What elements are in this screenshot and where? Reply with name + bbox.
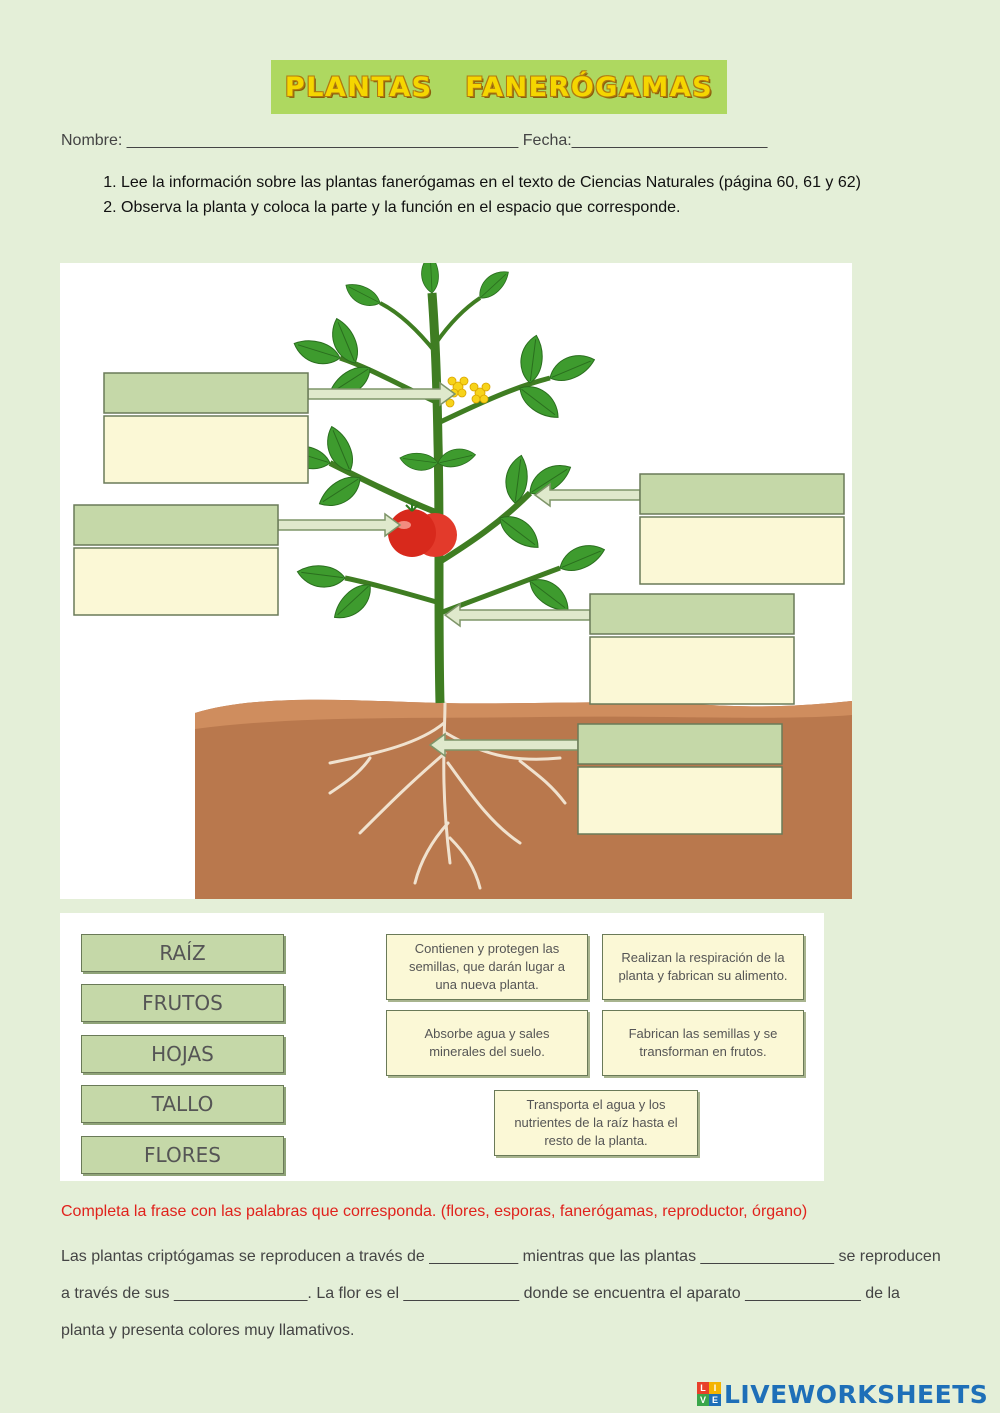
function-card-frutos[interactable]: Contienen y protegen las semillas, que d…	[386, 934, 588, 1000]
word-card-raiz[interactable]: RAÍZ	[81, 934, 284, 972]
word-card-frutos[interactable]: FRUTOS	[81, 984, 284, 1022]
stem	[432, 293, 440, 703]
part-slot	[74, 505, 278, 545]
word-card-tallo[interactable]: TALLO	[81, 1085, 284, 1123]
tomato-plant-illustration	[60, 263, 852, 899]
logo-letter: I	[709, 1382, 721, 1394]
word-card-flores[interactable]: FLORES	[81, 1136, 284, 1174]
title-text: PLANTAS FANERÓGAMAS	[285, 72, 713, 103]
worksheet-title: PLANTAS FANERÓGAMAS	[271, 60, 727, 114]
function-slot	[74, 548, 278, 615]
function-slot	[590, 637, 794, 704]
instruction-item: Lee la información sobre las plantas fan…	[121, 170, 971, 195]
logo-text: LIVEWORKSHEETS	[724, 1380, 988, 1409]
logo-letter: V	[697, 1394, 709, 1406]
logo-letter: E	[709, 1394, 721, 1406]
function-card-flores[interactable]: Fabrican las semillas y se transforman e…	[602, 1010, 804, 1076]
answer-cards-panel: RAÍZ FRUTOS HOJAS TALLO FLORES Contienen…	[60, 913, 824, 1181]
function-card-hojas[interactable]: Realizan la respiración de la planta y f…	[602, 934, 804, 1000]
part-slot	[578, 724, 782, 764]
function-slot	[104, 416, 308, 483]
function-slot	[640, 517, 844, 584]
completion-instruction: Completa la frase con las palabras que c…	[61, 1203, 807, 1221]
word-card-hojas[interactable]: HOJAS	[81, 1035, 284, 1073]
part-slot	[640, 474, 844, 514]
instruction-item: Observa la planta y coloca la parte y la…	[121, 195, 971, 220]
part-slot	[104, 373, 308, 413]
function-slot	[578, 767, 782, 834]
function-card-tallo[interactable]: Transporta el agua y los nutrientes de l…	[494, 1090, 698, 1156]
plant-diagram	[60, 263, 852, 899]
logo-icon: L I V E	[697, 1382, 721, 1406]
name-date-line: Nombre: ________________________________…	[61, 132, 767, 150]
tomatoes	[388, 503, 457, 557]
liveworksheets-logo: L I V E LIVEWORKSHEETS	[697, 1377, 988, 1411]
completion-paragraph[interactable]: Las plantas criptógamas se reproducen a …	[61, 1238, 941, 1349]
part-slot	[590, 594, 794, 634]
instructions-list: Lee la información sobre las plantas fan…	[85, 170, 971, 220]
logo-letter: L	[697, 1382, 709, 1394]
leaves	[280, 263, 607, 626]
function-card-raiz[interactable]: Absorbe agua y sales minerales del suelo…	[386, 1010, 588, 1076]
